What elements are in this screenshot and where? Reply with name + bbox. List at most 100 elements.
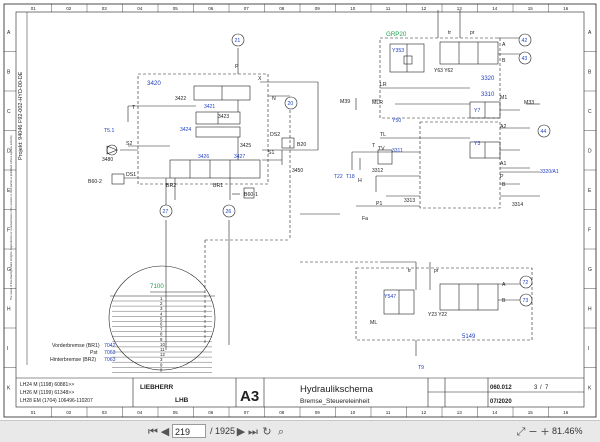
label-y353: Y353 bbox=[392, 48, 404, 54]
label-tv: TV bbox=[378, 146, 385, 152]
connector-pin-number: 12 bbox=[160, 352, 165, 357]
sheet-format: A3 bbox=[240, 388, 259, 405]
column-number: 07 bbox=[244, 6, 250, 11]
label-5149: 5149 bbox=[462, 334, 476, 340]
label-3310: 3310 bbox=[481, 92, 495, 98]
column-number: 14 bbox=[492, 6, 498, 11]
connector-row-3-ref: 7063 bbox=[104, 357, 116, 363]
reference-circle: 43 bbox=[518, 51, 532, 65]
column-number-bottom: 01 bbox=[31, 410, 37, 415]
doc-number: 060.012 bbox=[490, 385, 512, 391]
label-m33: M33 bbox=[524, 100, 534, 106]
side-project-label: Projekt: 94046 F92-002-HYD-00-DE bbox=[18, 71, 24, 160]
column-number: 08 bbox=[279, 6, 285, 11]
drawing-title: Hydraulikschema bbox=[300, 384, 374, 395]
prev-page-button[interactable]: ◀ bbox=[160, 425, 170, 438]
zoom-level: 81.46% bbox=[552, 426, 583, 436]
label-h: H bbox=[358, 178, 362, 184]
reference-circle: 42 bbox=[518, 33, 532, 47]
label-y547: Y547 bbox=[384, 294, 396, 300]
label-pr-lower: pr bbox=[434, 268, 439, 274]
first-page-button[interactable]: ⏮ bbox=[148, 425, 158, 438]
row-letter: B bbox=[7, 69, 11, 75]
column-number-bottom: 06 bbox=[208, 410, 214, 415]
label-3320: 3320 bbox=[481, 76, 495, 82]
label-t18: T18 bbox=[346, 174, 355, 180]
zoom-out-icon[interactable]: − bbox=[528, 425, 538, 438]
column-number-bottom: 10 bbox=[350, 410, 356, 415]
label-grp20: GRP20 bbox=[386, 31, 407, 38]
fit-page-icon[interactable]: ⤢ bbox=[516, 425, 526, 438]
label-3320a1: 3320/A1 bbox=[540, 169, 559, 175]
column-number: 03 bbox=[102, 6, 108, 11]
reference-circle-number: 26 bbox=[226, 209, 232, 215]
label-p1: P1 bbox=[376, 201, 382, 207]
label-b60-1: B60-1 bbox=[244, 192, 258, 198]
label-b-lower: B bbox=[502, 298, 506, 304]
label-y63y62: Y63 Y62 bbox=[434, 68, 453, 74]
title-block bbox=[16, 377, 584, 407]
reference-circle: 20 bbox=[284, 96, 298, 110]
connector-pin-number: 5 bbox=[160, 316, 163, 321]
label-3421: 3421 bbox=[204, 104, 215, 110]
search-icon[interactable]: ⌕ bbox=[277, 425, 285, 438]
page-count: 7 bbox=[545, 385, 549, 391]
row-letter-right: I bbox=[588, 346, 589, 352]
column-number-bottom: 16 bbox=[563, 410, 569, 415]
next-page-button[interactable]: ▶ bbox=[236, 425, 246, 438]
variant-3: LH28 EM (1704) 106496-110207 bbox=[20, 398, 93, 404]
column-number-bottom: 05 bbox=[173, 410, 179, 415]
label-3314: 3314 bbox=[512, 202, 523, 208]
row-letter: F bbox=[7, 227, 10, 233]
zoom-in-icon[interactable]: + bbox=[540, 425, 550, 438]
connector-title: 7100 bbox=[150, 283, 164, 290]
column-number-bottom: 03 bbox=[102, 410, 108, 415]
variant-1: LH24 M (1198) 60881>> bbox=[20, 382, 74, 388]
column-number: 01 bbox=[31, 6, 37, 11]
row-letter: I bbox=[7, 346, 8, 352]
label-a1: A1 bbox=[500, 161, 506, 167]
label-t-right: T bbox=[372, 143, 376, 149]
label-b-top: B bbox=[502, 58, 506, 64]
row-letter-right: H bbox=[588, 306, 592, 312]
column-numbers: 0101020203030404050506060707080809091010… bbox=[31, 4, 569, 417]
row-letter-right: K bbox=[588, 385, 592, 391]
reference-circle: 27 bbox=[159, 204, 173, 218]
reference-circle: 21 bbox=[231, 33, 245, 47]
reference-circle-number: 44 bbox=[541, 129, 547, 135]
label-3424: 3424 bbox=[180, 127, 191, 133]
label-t51: T5.1 bbox=[104, 128, 114, 134]
label-s2: S2 bbox=[126, 141, 132, 147]
label-3427: 3427 bbox=[234, 154, 245, 160]
column-number-bottom: 02 bbox=[66, 410, 72, 415]
connector-pin-number: 11 bbox=[160, 347, 165, 352]
label-ml: ML bbox=[370, 320, 377, 326]
division-lhb: LHB bbox=[175, 397, 189, 404]
pdf-viewer-toolbar: ⏮ ◀ 219 / 1925 ▶ ⏭ ↻ ⌕ ⤢ − + 81.46% bbox=[0, 420, 600, 442]
row-letter-right: E bbox=[588, 188, 592, 194]
connector-row-1-ref: 7042 bbox=[104, 343, 116, 349]
reference-circle-number: 42 bbox=[522, 38, 528, 44]
label-tl: TL bbox=[380, 132, 386, 138]
reference-circle-number: 72 bbox=[523, 280, 529, 286]
refresh-icon[interactable]: ↻ bbox=[262, 425, 272, 438]
connector-pin-number: 1 bbox=[160, 296, 163, 301]
label-x: X bbox=[258, 76, 262, 82]
doc-date: 07/2020 bbox=[490, 399, 512, 405]
connector-pin-number: 3 bbox=[160, 357, 163, 362]
column-number-bottom: 11 bbox=[386, 410, 391, 415]
label-s1: S1 bbox=[268, 150, 274, 156]
label-a-lower: A bbox=[502, 282, 506, 288]
reference-circle-number: 43 bbox=[522, 56, 528, 62]
last-page-button[interactable]: ⏭ bbox=[248, 425, 258, 438]
label-n: N bbox=[272, 96, 276, 102]
label-a2: A2 bbox=[500, 124, 506, 130]
reference-circle-number: 73 bbox=[523, 298, 529, 304]
page-number-input[interactable]: 219 bbox=[172, 424, 206, 438]
column-number-bottom: 04 bbox=[137, 410, 143, 415]
reference-circle: 44 bbox=[537, 124, 551, 138]
label-y50: Y50 bbox=[392, 118, 401, 124]
label-b20: B20 bbox=[297, 142, 306, 148]
connector-pin-number: 8 bbox=[160, 367, 163, 372]
